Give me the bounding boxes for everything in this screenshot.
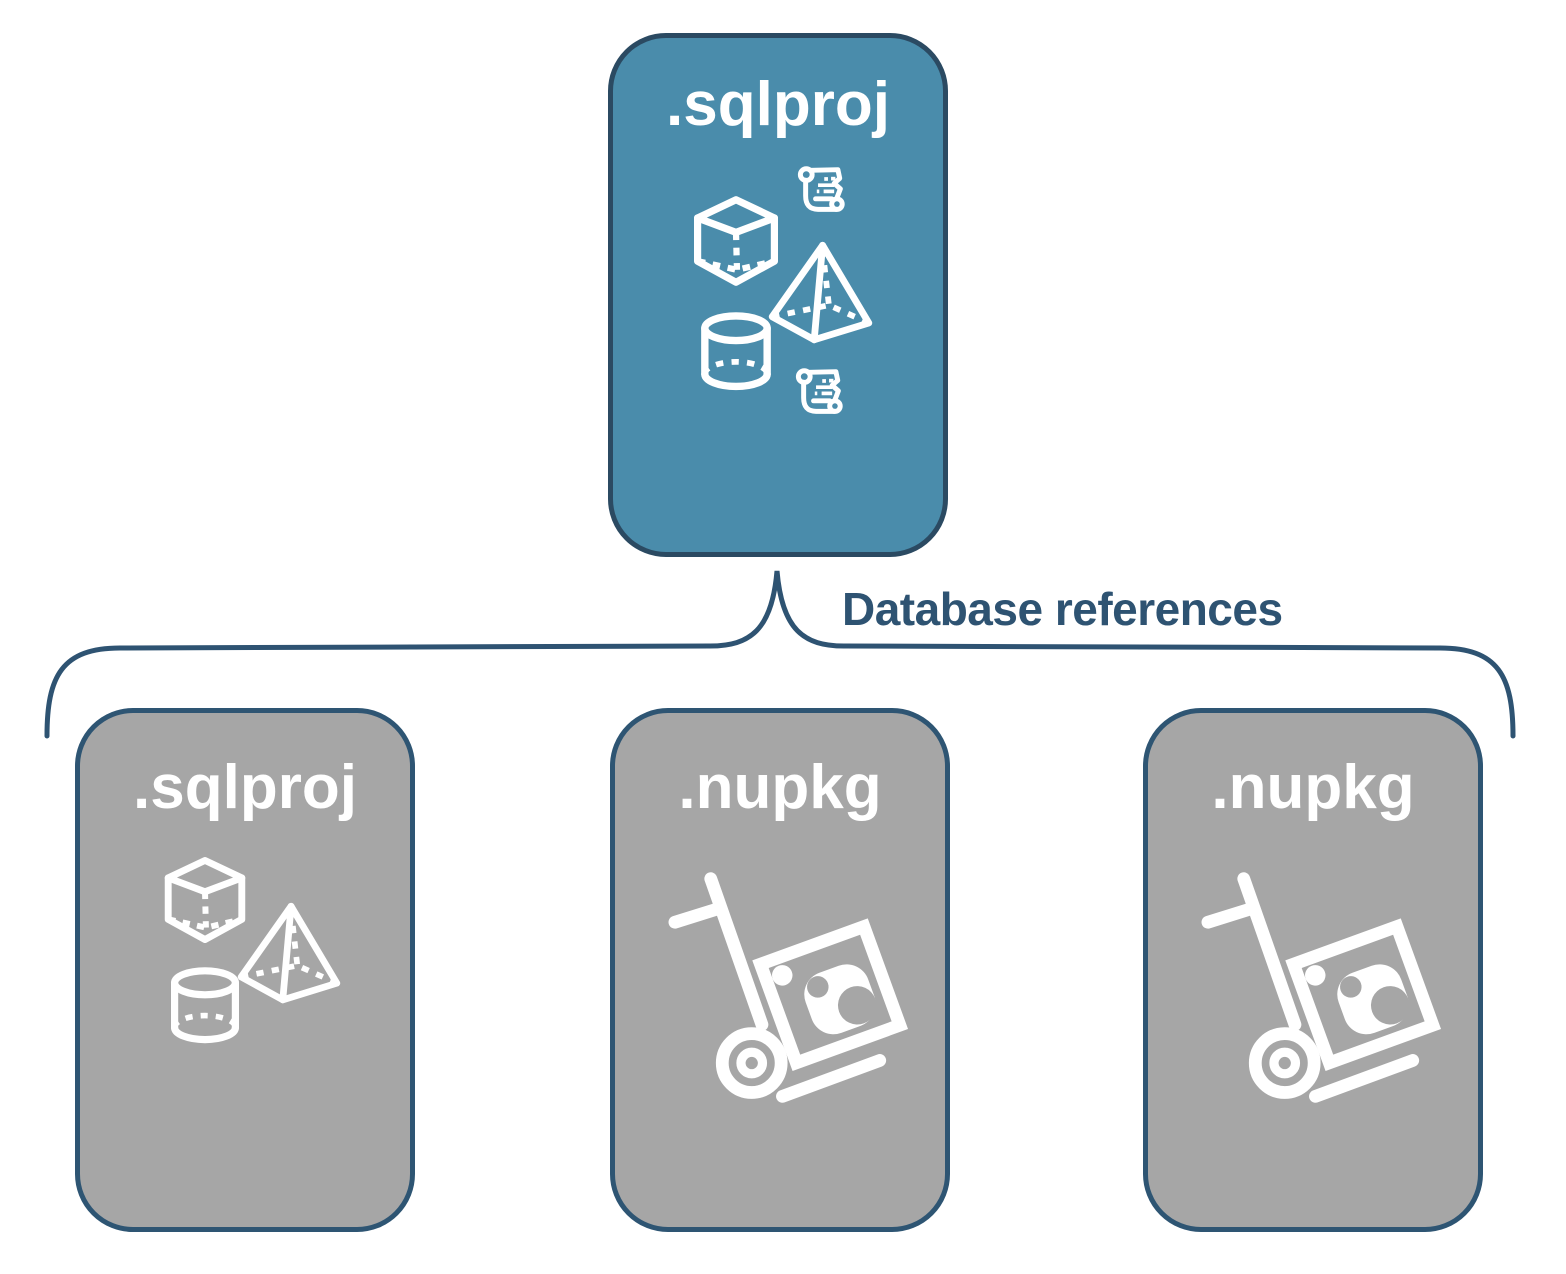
nuget-handtruck-icon bbox=[675, 879, 900, 1097]
nuget-handtruck-icon bbox=[1208, 879, 1433, 1097]
database-references-label: Database references bbox=[842, 583, 1283, 635]
cylinder-icon bbox=[705, 316, 767, 387]
child-box-label: .nupkg bbox=[1211, 753, 1415, 822]
parent-box-icons bbox=[613, 38, 943, 552]
scroll-icon bbox=[798, 371, 840, 412]
child-box-nupkg-2: .nupkg bbox=[1143, 708, 1483, 1232]
cube-icon bbox=[698, 200, 775, 283]
pyramid-icon bbox=[241, 906, 337, 1000]
child-sqlproj-icons bbox=[80, 713, 410, 1227]
child-nupkg-icons bbox=[615, 713, 945, 1227]
child-box-label: .sqlproj bbox=[133, 753, 357, 822]
child-box-nupkg-1: .nupkg bbox=[610, 708, 950, 1232]
pyramid-icon bbox=[772, 245, 869, 339]
cube-icon bbox=[168, 860, 242, 939]
child-box-sqlproj: .sqlproj bbox=[75, 708, 415, 1232]
scroll-icon bbox=[800, 169, 842, 210]
parent-box-label: .sqlproj bbox=[666, 70, 890, 139]
parent-box-sqlproj: .sqlproj bbox=[608, 33, 948, 557]
child-box-label: .nupkg bbox=[678, 753, 882, 822]
cylinder-icon bbox=[175, 971, 236, 1040]
child-nupkg-icons bbox=[1148, 713, 1478, 1227]
